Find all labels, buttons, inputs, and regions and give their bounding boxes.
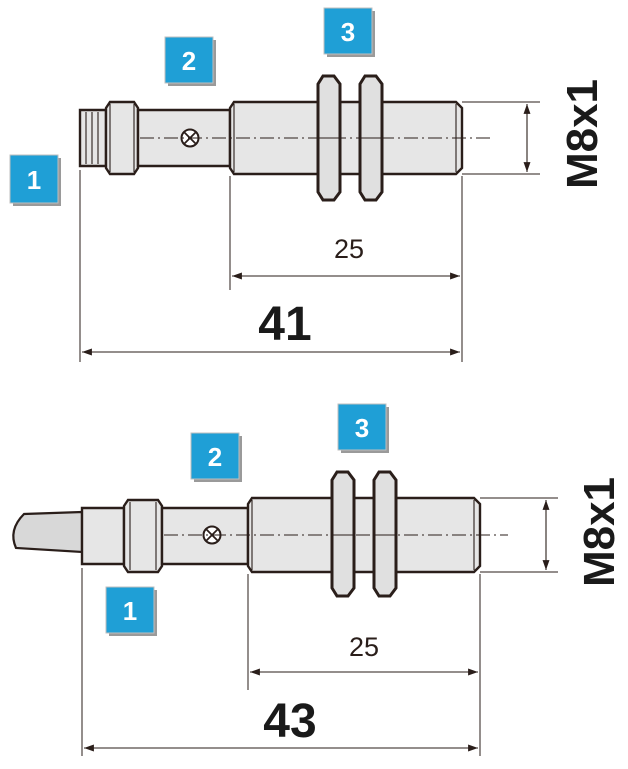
variant-cable: M8x1 25 43 1 2 3 xyxy=(12,403,624,756)
svg-text:2: 2 xyxy=(182,46,196,76)
cable-nut xyxy=(122,498,164,574)
cable-sleeve xyxy=(80,506,126,566)
svg-text:3: 3 xyxy=(341,17,355,47)
svg-text:1: 1 xyxy=(123,596,137,626)
thread-length-value: 25 xyxy=(349,632,379,662)
svg-text:1: 1 xyxy=(27,165,41,195)
callout-2: 2 xyxy=(190,432,242,482)
callout-2: 2 xyxy=(164,36,216,86)
svg-text:2: 2 xyxy=(208,442,222,472)
connector-nut xyxy=(104,100,140,176)
svg-text:3: 3 xyxy=(355,413,369,443)
total-length-value: 41 xyxy=(258,298,311,351)
callout-1: 1 xyxy=(9,154,61,206)
lock-nut-2 xyxy=(372,470,398,598)
thread-length-value: 25 xyxy=(334,234,364,264)
lock-nut-1 xyxy=(330,470,356,598)
thread-label: M8x1 xyxy=(575,477,624,587)
callout-3: 3 xyxy=(337,403,389,453)
cable xyxy=(12,510,84,554)
variant-connector: M8x1 25 41 1 2 3 xyxy=(9,7,607,362)
callout-3: 3 xyxy=(323,7,375,57)
total-length-value: 43 xyxy=(263,695,316,748)
thread-label: M8x1 xyxy=(558,79,607,189)
callout-1: 1 xyxy=(105,586,157,636)
connector-plug xyxy=(78,108,108,168)
